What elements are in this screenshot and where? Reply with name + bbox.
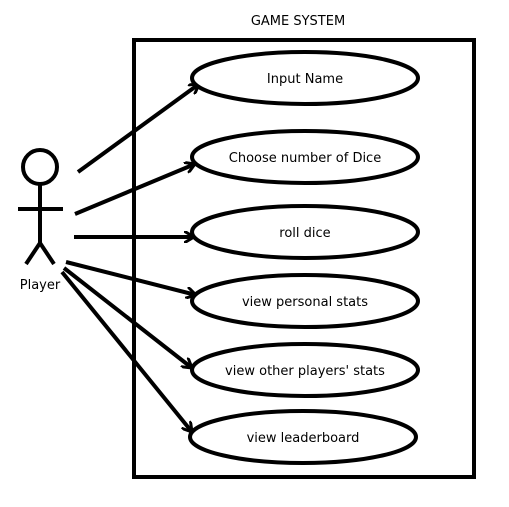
use-case-leaderboard: view leaderboard (188, 409, 418, 465)
use-case-other-stats: view other players' stats (190, 342, 420, 398)
use-case-input-name: Input Name (190, 50, 420, 106)
use-case-label: view personal stats (242, 295, 368, 310)
use-case-label: view other players' stats (225, 364, 385, 379)
use-case-label: view leaderboard (247, 431, 360, 446)
use-case-ellipse (190, 273, 420, 329)
association-other-stats (62, 266, 192, 370)
association-leaderboard (60, 270, 194, 432)
association-personal-stats (65, 260, 196, 295)
use-case-roll-dice: roll dice (190, 204, 420, 260)
actor-head (21, 148, 59, 186)
use-case-ellipse (188, 409, 418, 465)
actor-label: Player (20, 278, 61, 293)
use-case-label: roll dice (279, 226, 330, 241)
use-case-personal-stats: view personal stats (190, 273, 420, 329)
use-case-ellipse (190, 129, 420, 185)
association-choose-dice (74, 164, 195, 216)
system-boundary (132, 38, 476, 479)
use-case-choose-dice: Choose number of Dice (190, 129, 420, 185)
use-case-ellipse (190, 342, 420, 398)
actor-player: Player (18, 148, 63, 293)
system-title: GAME SYSTEM (251, 14, 345, 29)
use-case-label: Choose number of Dice (229, 151, 381, 166)
actor-right-leg (38, 241, 56, 266)
actor-left-leg (24, 241, 42, 266)
use-case-ellipse (190, 50, 420, 106)
use-case-label: Input Name (267, 72, 343, 87)
use-case-ellipse (190, 204, 420, 260)
association-input-name (76, 82, 199, 174)
associations (60, 82, 199, 432)
